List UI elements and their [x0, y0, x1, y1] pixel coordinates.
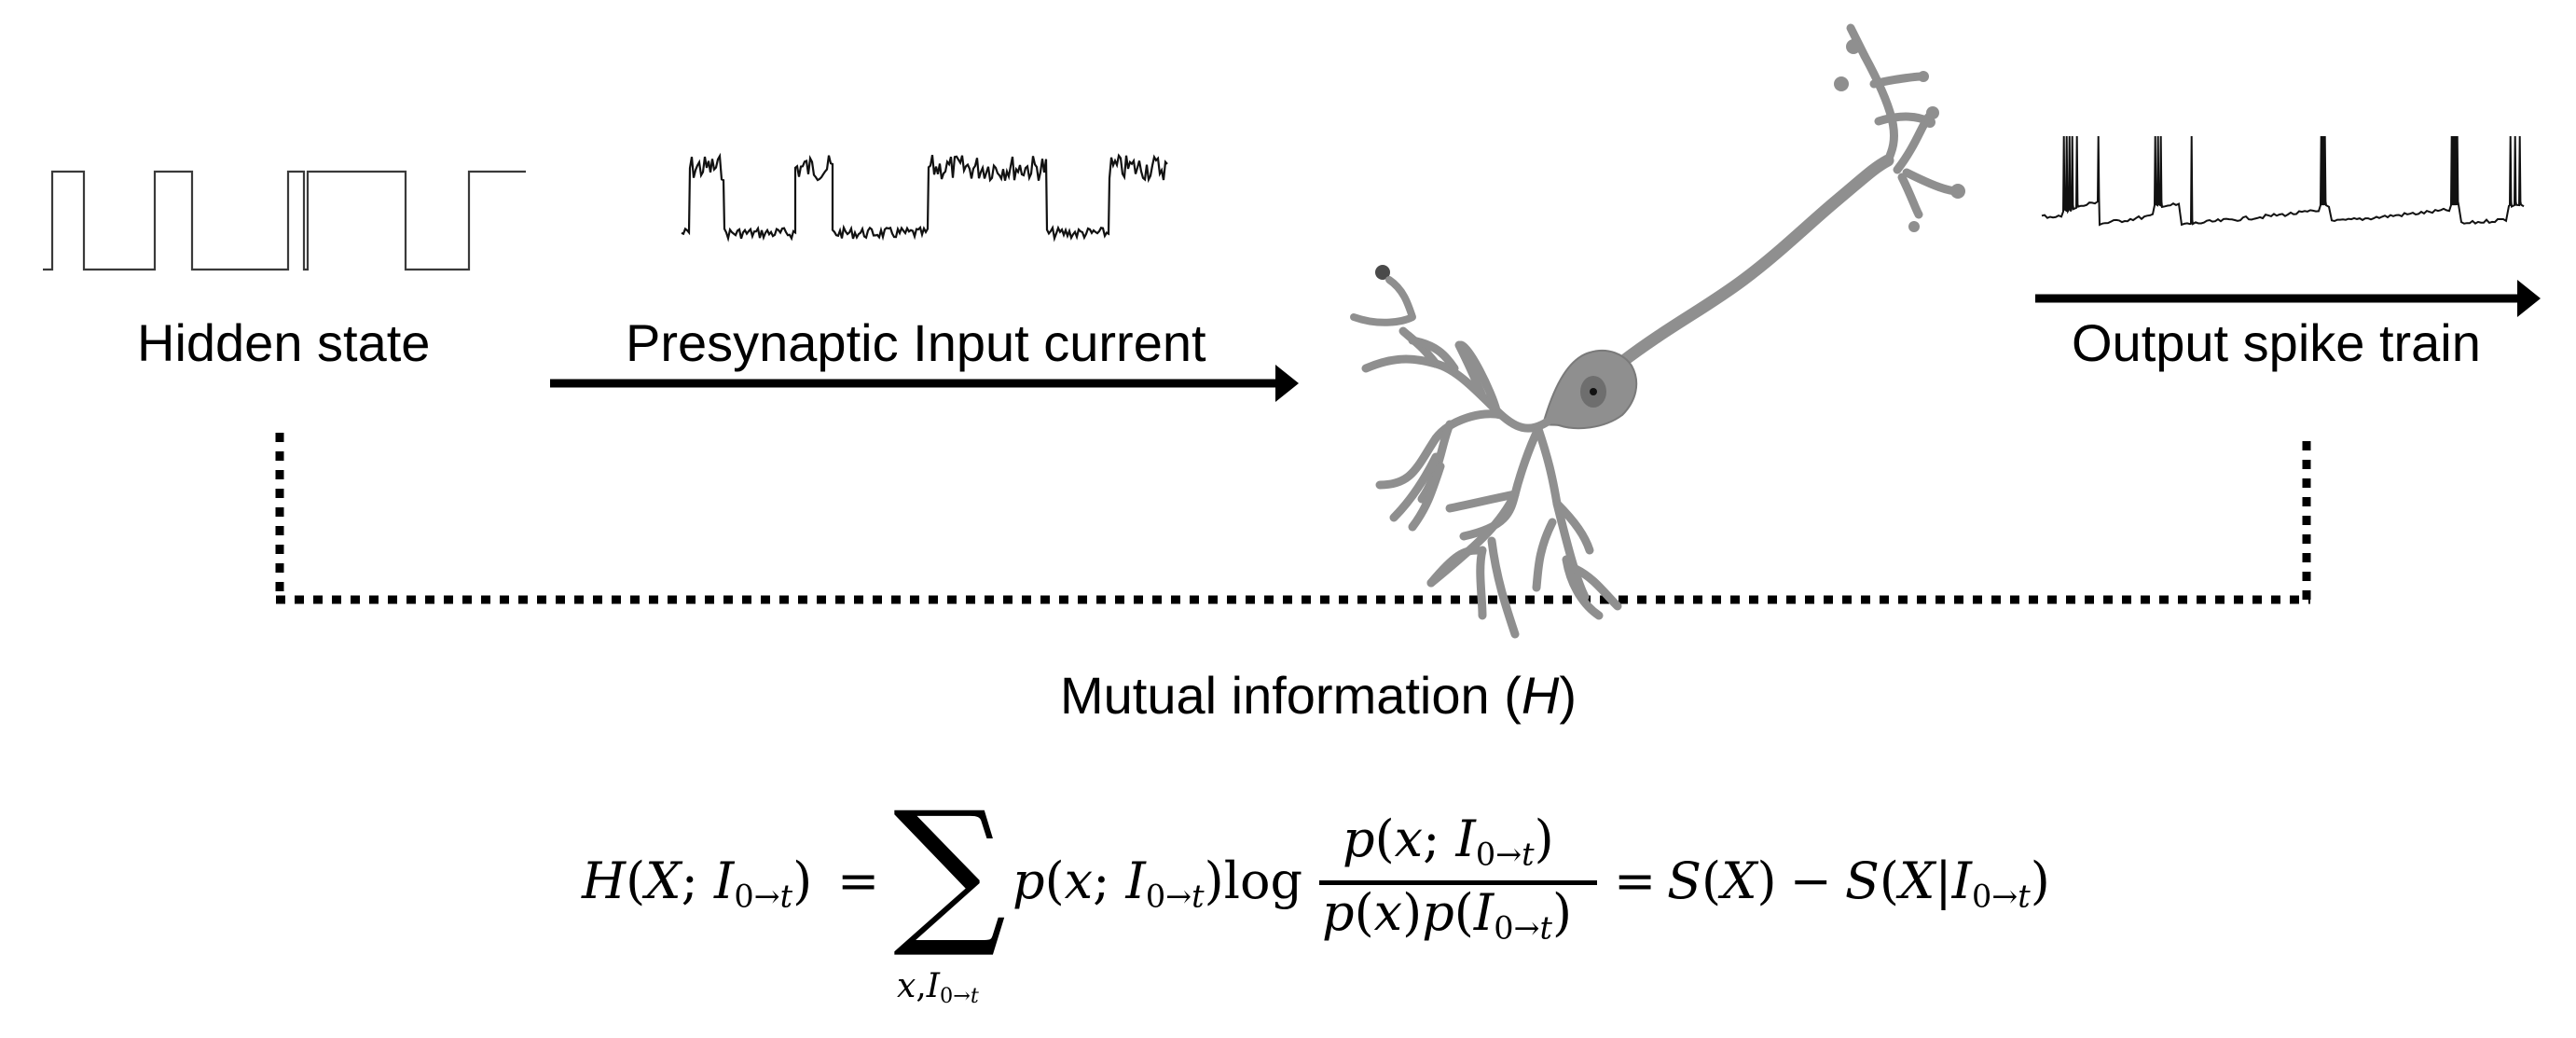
subscript-arrow: →: [1165, 878, 1192, 915]
term-subscript: 0→t: [1146, 878, 1205, 914]
rhs-S2: S: [1844, 851, 1880, 910]
subscript-end: t: [970, 984, 979, 1009]
rhs-open1: (: [1701, 851, 1722, 910]
neuron-nucleolus: [1590, 388, 1597, 395]
numerator-close: ): [1534, 810, 1554, 868]
denominator-p1: p: [1322, 883, 1355, 942]
subscript-arrow: →: [1991, 878, 2018, 915]
rhs-minus: −: [1789, 851, 1832, 910]
formula-lhs: H(X; I0→t): [582, 856, 812, 912]
subscript-arrow: →: [753, 878, 780, 915]
dendrite-terminal-dot: [1375, 265, 1390, 280]
summation-symbol: ∑: [893, 778, 1007, 962]
rhs-bar: |: [1935, 851, 1952, 910]
subscript-arrow: →: [1513, 909, 1540, 947]
summation-index: x,I0→t: [897, 970, 979, 1007]
mutual-information-suffix: ): [1559, 666, 1577, 725]
term-p: p: [1012, 851, 1045, 910]
numerator-subscript: 0→t: [1476, 836, 1535, 872]
mutual-information-prefix: Mutual information (: [1060, 666, 1522, 725]
denominator-close1: ): [1402, 883, 1423, 942]
hidden-state-waveform: [43, 170, 526, 271]
output-spike-train-label: Output spike train: [2072, 313, 2481, 372]
input-arrow-head: [1275, 365, 1299, 402]
denominator-p2: p: [1422, 883, 1454, 942]
denominator-x: x: [1373, 883, 1403, 942]
fraction-bar: [1319, 880, 1597, 885]
term-x: x: [1064, 851, 1094, 910]
rhs-S1: S: [1667, 851, 1701, 910]
axon-terminals: [1846, 23, 1963, 219]
rhs-close1: ): [1756, 851, 1777, 910]
neuron-axon: [1616, 154, 1894, 368]
output-arrow-head: [2517, 280, 2541, 317]
sum-index-I: I: [926, 967, 940, 1005]
formula-lhs-func: H: [582, 851, 627, 910]
fraction-numerator: p(x; I0→t): [1343, 814, 1554, 870]
denominator-open1: (: [1354, 883, 1374, 942]
subscript-end: t: [1522, 836, 1535, 873]
subscript-arrow: →: [1495, 836, 1522, 873]
formula-term: p(x; I0→t)log: [1012, 856, 1302, 912]
subscript-start: 0: [1494, 909, 1514, 947]
numerator-open: (: [1374, 810, 1395, 868]
denominator-subscript: 0→t: [1494, 909, 1552, 946]
subscript-start: 0: [1971, 878, 1992, 915]
denominator-open2: (: [1453, 883, 1474, 942]
subscript-end: t: [1192, 878, 1205, 915]
formula-lhs-arg1: X: [645, 851, 682, 910]
input-arrow: [550, 365, 1299, 402]
mutual-information-bracket: [275, 433, 2311, 604]
subscript-start: 0: [734, 878, 754, 915]
formula-lhs-sep: ;: [681, 851, 714, 910]
subscript-end: t: [2018, 878, 2031, 915]
sum-index-subscript: 0→t: [940, 984, 979, 1008]
neuron-illustration: [1350, 23, 1965, 639]
subscript-start: 0: [1475, 836, 1496, 873]
formula-rhs: S(X)−S(X|I0→t): [1667, 856, 2050, 912]
rhs-X1: X: [1721, 851, 1757, 910]
numerator-p: p: [1343, 810, 1375, 868]
mutual-information-symbol: H: [1521, 666, 1560, 725]
denominator-close2: ): [1552, 883, 1573, 942]
numerator-sep: ;: [1423, 810, 1456, 868]
term-sep: ;: [1093, 851, 1126, 910]
fraction-denominator: p(x)p(I0→t): [1322, 888, 1572, 944]
formula-equals-1: =: [837, 851, 880, 910]
output-arrow: [2035, 280, 2541, 317]
formula-log: log: [1223, 851, 1303, 910]
rhs-close2: ): [2030, 851, 2050, 910]
subscript-start: 0: [1145, 878, 1166, 915]
rhs-X2: X: [1898, 851, 1935, 910]
formula-lhs-arg2: I: [713, 851, 735, 910]
denominator-I: I: [1473, 883, 1495, 942]
formula-lhs-open: (: [626, 851, 646, 910]
rhs-I: I: [1951, 851, 1972, 910]
mutual-information-label: Mutual information (H): [1060, 670, 1577, 722]
output-spike-trace: [2041, 135, 2525, 227]
input-current-trace: [681, 152, 1168, 242]
rhs-open2: (: [1879, 851, 1899, 910]
neuron-dendrites: [1361, 326, 1622, 639]
subscript-end: t: [779, 878, 793, 915]
numerator-I: I: [1455, 810, 1476, 868]
term-close: ): [1204, 851, 1224, 910]
formula-equals-2: =: [1614, 851, 1657, 910]
rhs-subscript: 0→t: [1972, 878, 2031, 914]
subscript-start: 0: [940, 984, 954, 1009]
axon-terminal-knobs: [1834, 39, 1965, 232]
subscript-end: t: [1539, 909, 1552, 947]
hidden-state-label: Hidden state: [137, 313, 431, 372]
sum-index-var: x: [897, 967, 916, 1005]
subscript-arrow: →: [953, 984, 971, 1009]
sum-index-comma: ,: [916, 967, 927, 1005]
formula-lhs-close: ): [792, 851, 813, 910]
term-I: I: [1125, 851, 1146, 910]
numerator-x: x: [1394, 810, 1424, 868]
term-open: (: [1044, 851, 1065, 910]
input-current-label: Presynaptic Input current: [626, 313, 1206, 372]
dendrite-left-branch: [1350, 276, 1416, 326]
formula-lhs-subscript: 0→t: [734, 878, 792, 914]
